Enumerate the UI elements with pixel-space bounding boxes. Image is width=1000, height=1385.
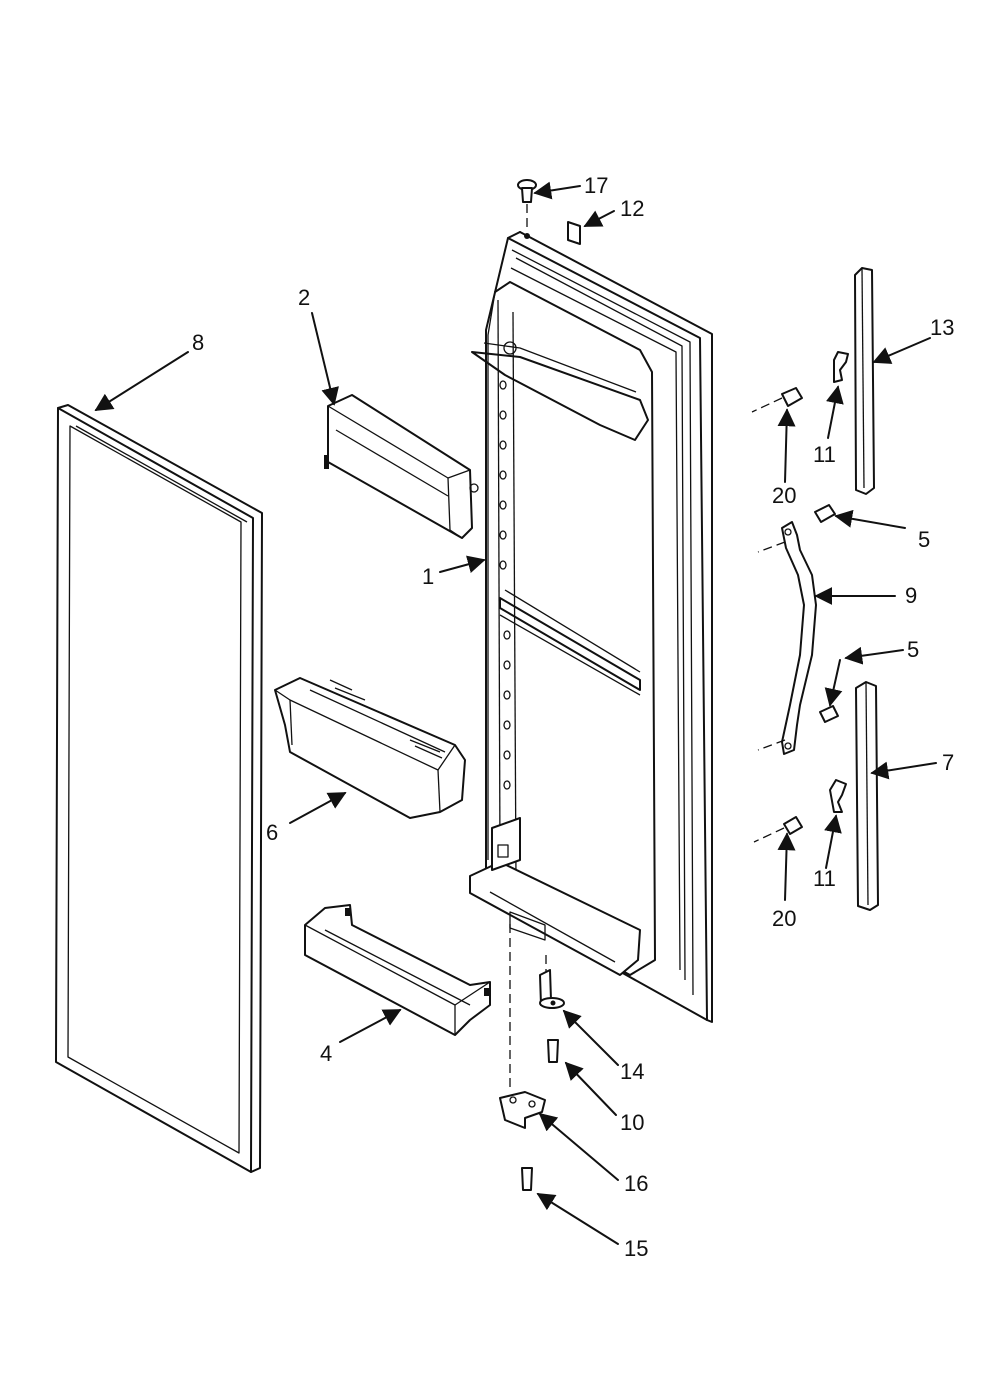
callout-1: 1: [422, 564, 434, 589]
callout-15: 15: [624, 1236, 648, 1261]
callout-2: 2: [298, 285, 310, 310]
callout-12: 12: [620, 196, 644, 221]
door-shelf-part-4: [304, 904, 491, 1036]
shelf-support-holes: [499, 380, 511, 790]
callout-10: 10: [620, 1110, 644, 1135]
callout-11-upper: 11: [813, 442, 836, 467]
screw-part-20-upper: [751, 387, 803, 413]
callout-16: 16: [624, 1171, 648, 1196]
clip-part-11-upper: [833, 351, 849, 383]
callout-5-upper: 5: [918, 527, 930, 552]
screw-part-20-lower: [753, 816, 803, 843]
door-liner-part-1: [469, 231, 713, 1023]
callout-20-lower: 20: [772, 906, 796, 931]
callout-13: 13: [930, 315, 954, 340]
door-gasket-part-8: [55, 404, 263, 1173]
screw-part-10: [547, 1039, 559, 1063]
screw-part-5-lower: [819, 705, 839, 723]
door-bin-part-6: [274, 677, 466, 819]
screw-part-5-upper: [814, 504, 836, 523]
hinge-bracket-part-16: [499, 924, 546, 1129]
callout-labels: 17 12 2 8 13 11 20 5 1 9 5 7 6 11 20 4 1…: [192, 173, 954, 1261]
door-handle-part-9: [757, 521, 817, 755]
dairy-compartment-part-2: [324, 394, 479, 539]
callout-8: 8: [192, 330, 204, 355]
callout-17: 17: [584, 173, 608, 198]
callout-11-lower: 11: [813, 866, 836, 891]
top-cap-part-12: [567, 221, 581, 245]
callout-6: 6: [266, 820, 278, 845]
trim-strip-part-13: [854, 267, 875, 495]
screw-part-17: [517, 179, 537, 239]
screw-part-15: [521, 1167, 533, 1191]
callout-9: 9: [905, 583, 917, 608]
callout-4: 4: [320, 1041, 332, 1066]
callout-5-lower: 5: [907, 637, 919, 662]
trim-strip-part-7: [855, 681, 879, 911]
callout-7: 7: [942, 750, 954, 775]
hinge-pin-part-14: [539, 955, 565, 1009]
callout-leader-lines: [94, 181, 937, 1245]
callout-14: 14: [620, 1059, 644, 1084]
callout-20-upper: 20: [772, 483, 796, 508]
clip-part-11-lower: [829, 779, 847, 813]
